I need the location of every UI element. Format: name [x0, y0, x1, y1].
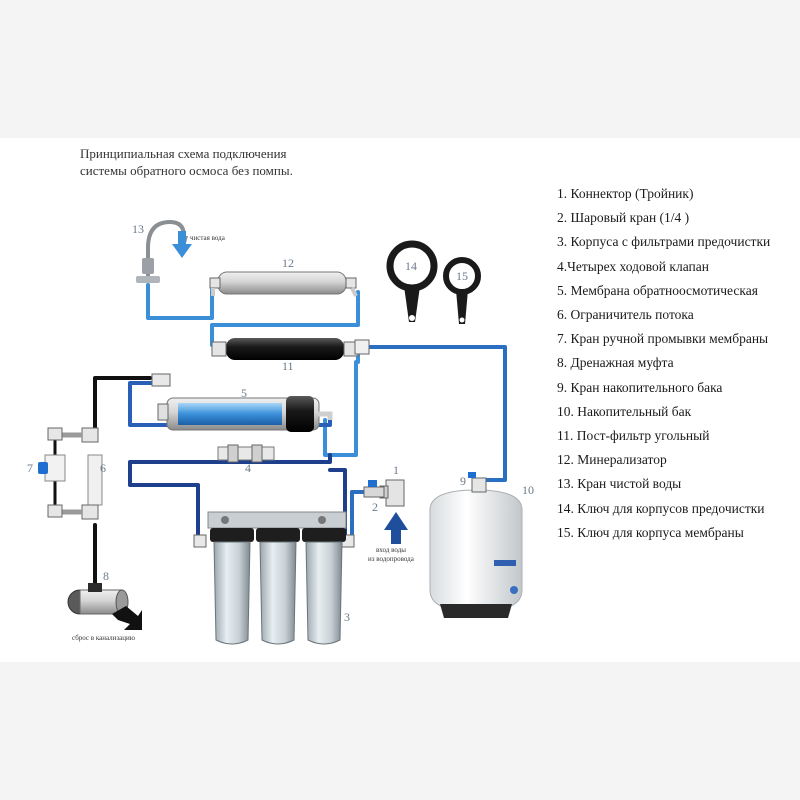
flow-restrictor[interactable]	[60, 427, 103, 520]
manual-flush-valve[interactable]	[38, 427, 66, 518]
legend-item: 4.Четырех ходовой клапан	[557, 258, 709, 274]
title-line-1: Принципиальная схема подключения	[80, 146, 287, 161]
callout-1: 1	[393, 463, 399, 477]
membrane-wrench	[443, 257, 481, 324]
tube-postfilter-to-membrane	[323, 350, 360, 457]
drain-arrow	[112, 606, 142, 630]
ro-membrane-housing[interactable]	[151, 373, 333, 432]
inlet-ball-valve[interactable]	[363, 480, 385, 498]
prefilter-housing-3[interactable]	[302, 528, 346, 645]
legend-item: 15. Ключ для корпуса мембраны	[557, 524, 744, 540]
legend-item: 5. Мембрана обратноосмотическая	[557, 282, 758, 298]
legend-item: 9. Кран накопительного бака	[557, 379, 723, 395]
annotations: чистая вода вход воды из водопровода сбр…	[72, 234, 415, 642]
tube-postfilter-to-tank	[368, 345, 507, 482]
annotation-inlet-line-2: из водопровода	[368, 555, 415, 563]
legend-item: 3. Корпуса с фильтрами предочистки	[557, 234, 771, 250]
callout-3: 3	[344, 610, 350, 624]
callout-9: 9	[460, 474, 466, 488]
clean-water-arrow	[172, 231, 192, 258]
callout-14: 14	[405, 259, 417, 273]
callout-5: 5	[241, 386, 247, 400]
legend-item: 11. Пост-фильтр угольный	[557, 428, 710, 444]
prefilter-wrench	[386, 240, 438, 322]
callout-4: 4	[245, 461, 251, 475]
callout-10: 10	[522, 483, 534, 497]
prefilter-housing-2[interactable]	[256, 528, 300, 645]
annotation-inlet-line-1: вход воды	[376, 546, 406, 554]
water-inlet-arrow	[384, 512, 408, 544]
callout-13: 13	[132, 222, 144, 236]
prefilter-housings[interactable]	[193, 511, 355, 645]
diagram-panel	[0, 138, 800, 662]
callout-11: 11	[282, 359, 294, 373]
title-line-2: системы обратного осмоса без помпы.	[80, 163, 293, 178]
tube-drain-line	[93, 376, 152, 587]
annotation-drain: сброс в канализацию	[72, 634, 135, 642]
callout-12: 12	[282, 256, 294, 270]
tube-inlet	[350, 490, 390, 547]
tube-mineralizer-to-postfilter	[210, 290, 360, 347]
tube-faucet-to-mineralizer	[146, 283, 214, 320]
annotation-clean-water: чистая вода	[190, 234, 226, 242]
storage-tank[interactable]	[429, 489, 523, 618]
callout-8: 8	[103, 569, 109, 583]
legend-item: 10. Накопительный бак	[557, 403, 692, 419]
legend-item: 13. Кран чистой воды	[557, 476, 682, 492]
legend-item: 12. Минерализатор	[557, 452, 667, 468]
tank-valve[interactable]	[468, 472, 487, 493]
legend-item: 6. Ограничитель потока	[557, 307, 694, 323]
callout-7: 7	[27, 461, 33, 475]
tube-valve-to-prefilter	[128, 453, 332, 542]
callout-15: 15	[456, 269, 468, 283]
diagram-title: Принципиальная схема подключения системы…	[80, 145, 380, 179]
callout-2: 2	[372, 500, 378, 514]
legend-item: 1. Коннектор (Тройник)	[557, 186, 694, 201]
legend-item: 14. Ключ для корпусов предочистки	[557, 500, 765, 516]
legend-item: 2. Шаровый кран (1/4 )	[557, 210, 690, 226]
mineralizer-cartridge[interactable]	[209, 271, 358, 297]
drain-saddle[interactable]	[67, 583, 129, 615]
component-legend: 1. Коннектор (Тройник) 2. Шаровый кран (…	[557, 182, 800, 545]
four-way-valve[interactable]	[217, 444, 275, 463]
prefilter-housing-1[interactable]	[210, 528, 254, 645]
callout-numbers: 1 2 3 4 5 6 7 8 9 10 11 12 13 14 15	[27, 222, 534, 624]
callout-6: 6	[100, 461, 106, 475]
legend-item: 7. Кран ручной промывки мембраны	[557, 331, 769, 347]
legend-item: 8. Дренажная муфта	[557, 355, 674, 371]
tube-membrane-drain	[128, 381, 332, 427]
carbon-post-filter[interactable]	[211, 338, 370, 360]
